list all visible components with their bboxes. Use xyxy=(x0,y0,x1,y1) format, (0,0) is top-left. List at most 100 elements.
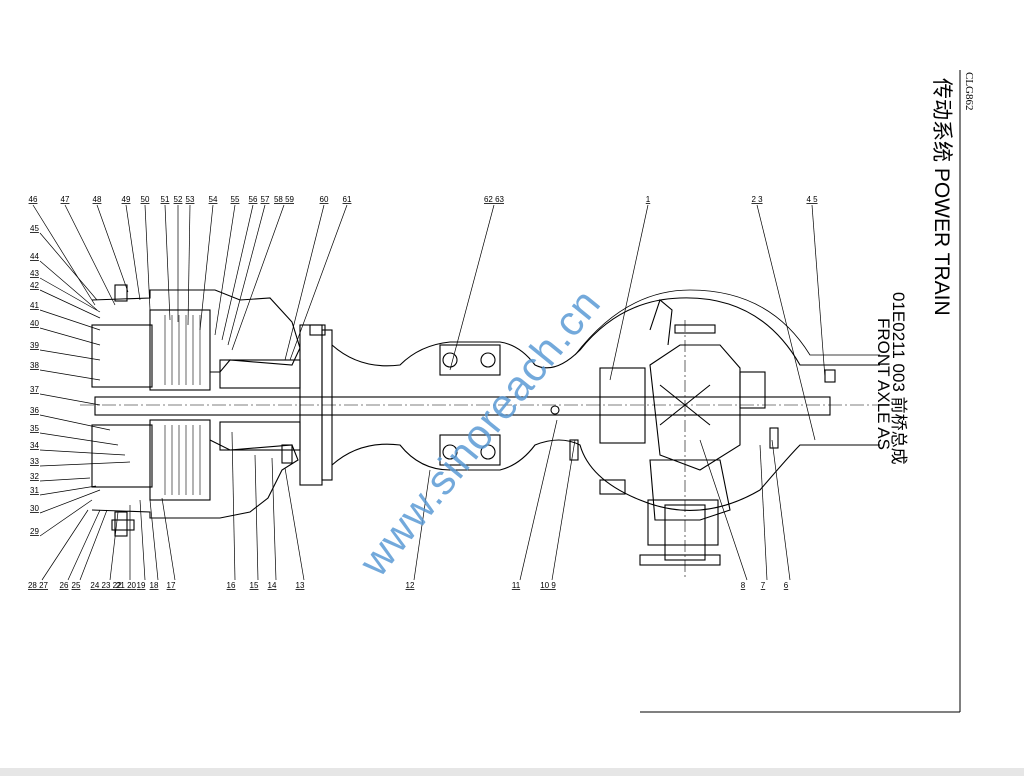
leader-line xyxy=(39,449,126,456)
leader-line xyxy=(811,204,826,379)
leader-line xyxy=(214,204,236,336)
callout-17: 17 xyxy=(167,581,176,590)
callout-58-59: 58 59 xyxy=(274,195,295,204)
leader-line xyxy=(39,414,111,431)
leader-line xyxy=(254,454,259,581)
leader-line xyxy=(161,497,176,581)
leader-line xyxy=(413,469,431,581)
callout-62-63: 62 63 xyxy=(484,195,505,204)
callout-47: 47 xyxy=(61,195,70,204)
leader-line xyxy=(284,204,325,361)
leader-line xyxy=(39,349,101,361)
leader-line xyxy=(67,509,101,581)
leader-line xyxy=(39,277,101,313)
leader-line xyxy=(39,289,101,319)
callout-25: 25 xyxy=(72,581,81,590)
leader-line xyxy=(39,327,101,346)
callout-48: 48 xyxy=(93,195,102,204)
leader-line xyxy=(609,204,649,381)
callout-43: 43 xyxy=(30,269,39,278)
callout-50: 50 xyxy=(141,195,150,204)
page-border-lines xyxy=(640,70,961,713)
callout-2-3: 2 3 xyxy=(751,195,763,204)
leader-line xyxy=(551,439,576,581)
leader-line xyxy=(139,499,146,581)
part-name: FRONT AXLE AS xyxy=(874,318,893,450)
callout-52: 52 xyxy=(174,195,183,204)
leader-line xyxy=(39,461,131,467)
leader-line xyxy=(39,477,91,482)
callout-54: 54 xyxy=(209,195,218,204)
callout-7: 7 xyxy=(761,581,766,590)
leader-line xyxy=(96,204,129,293)
leader-line xyxy=(227,204,266,346)
leader-line xyxy=(771,439,791,581)
leader-line xyxy=(39,369,101,381)
leader-line xyxy=(39,485,97,496)
callout-61: 61 xyxy=(343,195,352,204)
callout-38: 38 xyxy=(30,361,39,370)
callout-51: 51 xyxy=(161,195,170,204)
callout-49: 49 xyxy=(122,195,131,204)
callout-41: 41 xyxy=(30,301,39,310)
leader-line xyxy=(289,204,348,361)
leader-line xyxy=(79,509,108,581)
callout-45: 45 xyxy=(30,224,39,233)
callout-30: 30 xyxy=(30,504,39,513)
leader-line xyxy=(39,393,101,406)
leader-line xyxy=(64,204,116,306)
leader-line xyxy=(149,499,159,581)
callout-40: 40 xyxy=(30,319,39,328)
callout-57: 57 xyxy=(261,195,270,204)
callout-14: 14 xyxy=(268,581,277,590)
callout-56: 56 xyxy=(249,195,258,204)
callout-24-23-22: 24 23 22 xyxy=(90,581,122,590)
callout-12: 12 xyxy=(406,581,415,590)
callout-55: 55 xyxy=(231,195,240,204)
leader-line xyxy=(519,419,558,581)
callout-44: 44 xyxy=(30,252,39,261)
leader-line xyxy=(449,204,495,371)
leader-line xyxy=(39,309,101,331)
callout-60: 60 xyxy=(320,195,329,204)
callout-33: 33 xyxy=(30,457,39,466)
callout-31: 31 xyxy=(30,486,39,495)
leader-line xyxy=(759,444,768,581)
callout-4-5: 4 5 xyxy=(806,195,818,204)
callout-35: 35 xyxy=(30,424,39,433)
callout-32: 32 xyxy=(30,472,39,481)
callout-26: 26 xyxy=(60,581,69,590)
callout-16: 16 xyxy=(227,581,236,590)
callout-21-20: 21 20 xyxy=(116,581,137,590)
callout-46: 46 xyxy=(29,195,38,204)
callout-leader-lines xyxy=(32,204,826,581)
section-title: 传动系统 POWER TRAIN xyxy=(930,78,953,316)
leader-line xyxy=(221,204,254,341)
callout-29: 29 xyxy=(30,527,39,536)
callout-6: 6 xyxy=(784,581,789,590)
leader-line xyxy=(32,204,96,306)
leader-line xyxy=(39,232,98,301)
leader-line xyxy=(231,431,236,581)
callout-34: 34 xyxy=(30,441,39,450)
callout-42: 42 xyxy=(30,281,39,290)
callout-53: 53 xyxy=(186,195,195,204)
callout-37: 37 xyxy=(30,385,39,394)
callout-19: 19 xyxy=(137,581,146,590)
leader-line xyxy=(699,439,748,581)
callout-10-9: 10 9 xyxy=(540,581,556,590)
leader-line xyxy=(187,204,191,326)
page-bottom-edge xyxy=(0,768,1024,776)
leader-line xyxy=(125,204,141,301)
drawing-code: CLG862 xyxy=(963,72,975,111)
leader-line xyxy=(199,204,214,331)
leader-line xyxy=(39,432,119,446)
leader-line xyxy=(39,499,93,537)
leader-line xyxy=(231,204,285,351)
callout-18: 18 xyxy=(150,581,159,590)
callout-28-27: 28 27 xyxy=(28,581,49,590)
axle-assembly xyxy=(80,284,880,580)
leader-line xyxy=(41,509,89,581)
